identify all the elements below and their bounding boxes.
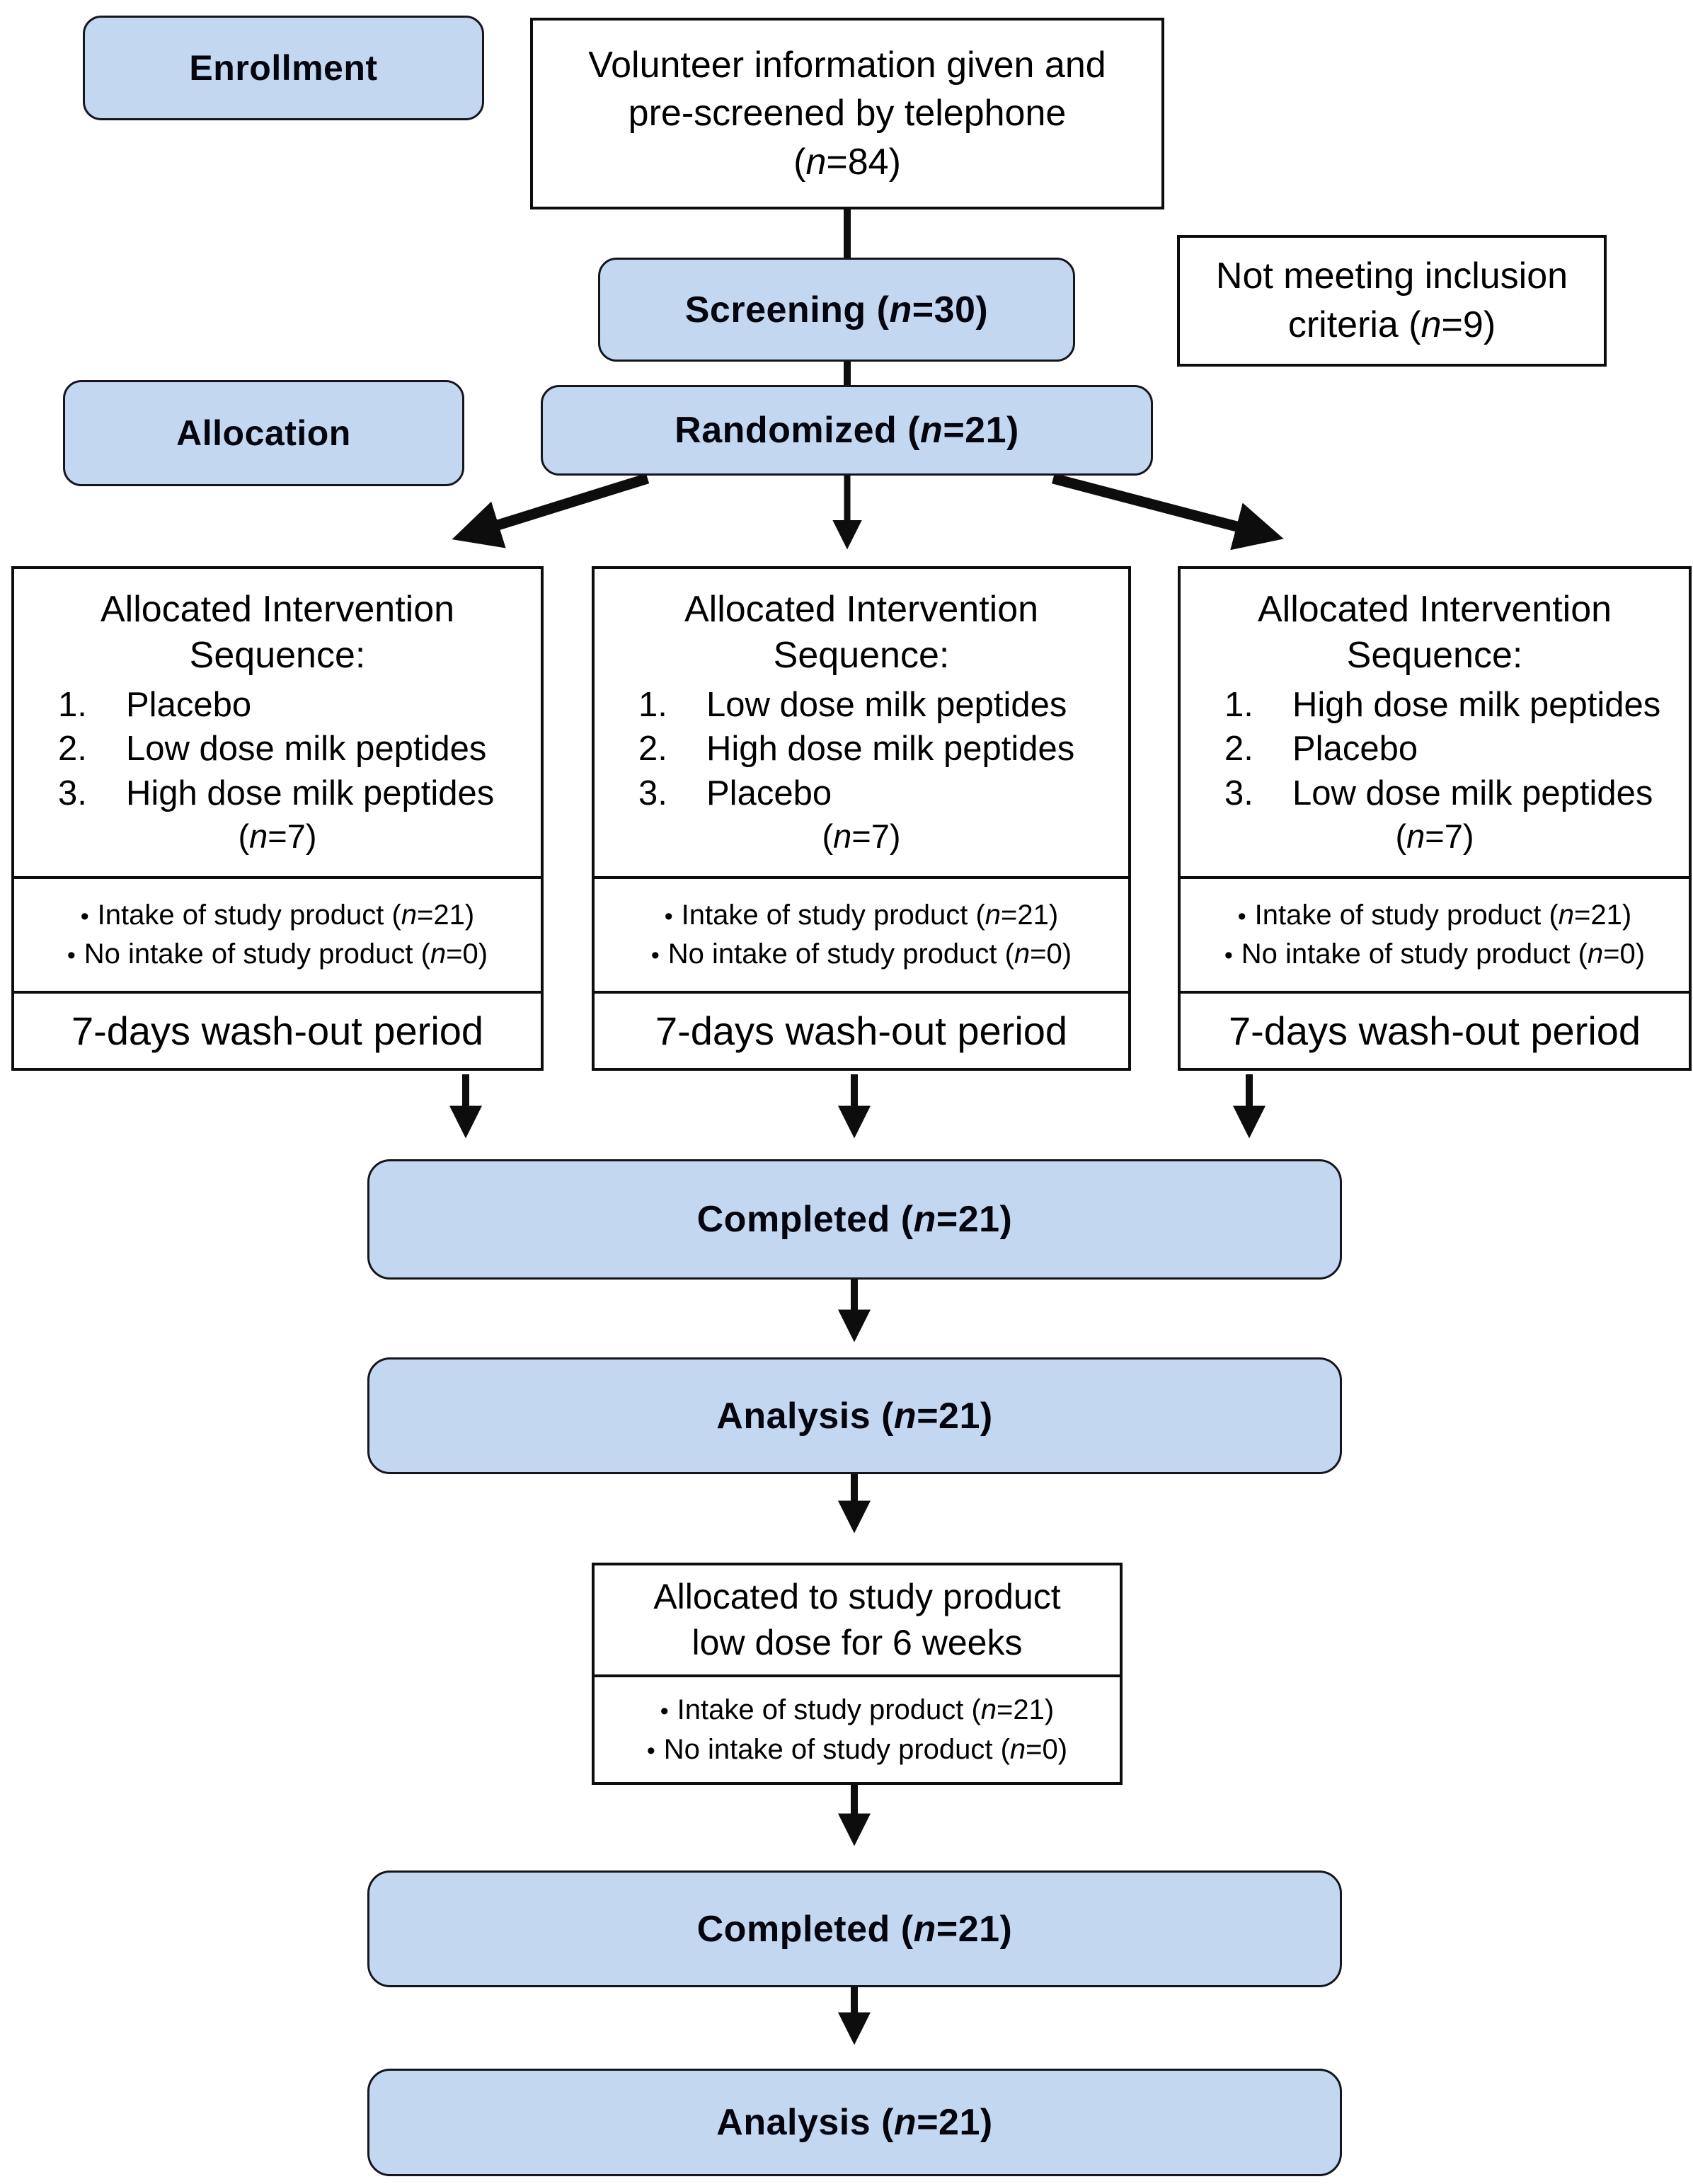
allocation-label-box: Allocation — [63, 380, 464, 486]
intake-line: • No intake of study product (n=0) — [647, 1730, 1067, 1769]
completed-box-2: Completed (n=21) — [367, 1870, 1342, 1987]
intervention-sequence-box-2: Allocated Intervention Sequence: 1. Low … — [592, 566, 1131, 879]
randomized-label: Randomized (n=21) — [675, 410, 1019, 451]
list-item: 3. High dose milk peptides — [58, 774, 495, 812]
intake-line: • Intake of study product (n=21) — [1238, 896, 1631, 935]
bullet-icon: • — [67, 942, 76, 969]
sequence-title: Allocated Intervention Sequence: — [684, 589, 1039, 677]
sequence-column-1: Allocated Intervention Sequence: 1. Plac… — [11, 566, 544, 1071]
enrollment-label-box: Enrollment — [83, 16, 484, 120]
washout-box-2: 7-days wash-out period — [592, 991, 1131, 1071]
not-meeting-line-2: criteria (n=9) — [1287, 304, 1496, 345]
list-item: 3. Low dose milk peptides — [1224, 774, 1653, 812]
screening-label: Screening (n=30) — [684, 289, 989, 331]
completed-label: Completed (n=21) — [696, 1908, 1013, 1950]
analysis-label: Analysis (n=21) — [716, 2102, 993, 2143]
bullet-icon: • — [650, 942, 660, 969]
list-item: 2. Placebo — [1224, 730, 1418, 769]
sequence-list: 1. Low dose milk peptides 2. High dose m… — [595, 683, 1128, 815]
intake-box-1: • Intake of study product (n=21) • No in… — [11, 876, 544, 994]
list-item: 2. Low dose milk peptides — [58, 730, 487, 769]
randomized-box: Randomized (n=21) — [541, 385, 1153, 476]
sequence-column-2: Allocated Intervention Sequence: 1. Low … — [592, 566, 1131, 1071]
volunteer-count: (n=84) — [793, 141, 901, 183]
allocation-label: Allocation — [176, 413, 351, 453]
completed-label: Completed (n=21) — [696, 1199, 1013, 1240]
not-meeting-line-1: Not meeting inclusion — [1215, 255, 1568, 297]
allocated-low-dose-intake: • Intake of study product (n=21) • No in… — [592, 1674, 1123, 1785]
intervention-sequence-box-1: Allocated Intervention Sequence: 1. Plac… — [11, 566, 544, 879]
sequence-title: Allocated Intervention Sequence: — [100, 589, 455, 677]
analysis-label: Analysis (n=21) — [716, 1395, 993, 1437]
sequence-n-count: (n=7) — [822, 817, 901, 855]
intake-line: • No intake of study product (n=0) — [67, 935, 488, 974]
bullet-icon: • — [1237, 902, 1246, 930]
arrow-randomized-to-sequence-3 — [1052, 473, 1284, 551]
volunteer-line-1: Volunteer information given and — [588, 44, 1106, 86]
list-item: 1. Placebo — [58, 686, 252, 725]
not-meeting-criteria-box: Not meeting inclusion criteria (n=9) — [1177, 235, 1607, 367]
sequence-title: Allocated Intervention Sequence: — [1257, 589, 1612, 677]
volunteer-line-2: pre-screened by telephone — [628, 93, 1067, 134]
intake-box-2: • Intake of study product (n=21) • No in… — [592, 876, 1131, 994]
list-item: 2. High dose milk peptides — [638, 730, 1075, 769]
intake-line: • No intake of study product (n=0) — [1224, 935, 1645, 974]
volunteer-info-box: Volunteer information given and pre-scre… — [530, 18, 1164, 209]
sequence-n-count: (n=7) — [1395, 817, 1474, 855]
bullet-icon: • — [660, 1698, 669, 1725]
enrollment-label: Enrollment — [189, 48, 378, 88]
arrow-randomized-to-sequence-1 — [452, 473, 650, 548]
sequence-column-3: Allocated Intervention Sequence: 1. High… — [1178, 566, 1692, 1071]
intervention-sequence-box-3: Allocated Intervention Sequence: 1. High… — [1178, 566, 1692, 879]
intake-line: • Intake of study product (n=21) — [81, 896, 474, 935]
completed-box-1: Completed (n=21) — [367, 1159, 1342, 1280]
intake-line: • Intake of study product (n=21) — [660, 1690, 1054, 1730]
analysis-box-1: Analysis (n=21) — [367, 1357, 1342, 1474]
intake-line: • Intake of study product (n=21) — [665, 896, 1058, 935]
intake-line: • No intake of study product (n=0) — [651, 935, 1072, 974]
bullet-icon: • — [1224, 942, 1233, 969]
sequence-n-count: (n=7) — [238, 817, 317, 855]
washout-box-1: 7-days wash-out period — [11, 991, 544, 1071]
list-item: 1. High dose milk peptides — [1224, 686, 1661, 725]
allocated-low-dose-text: Allocated to study product low dose for … — [592, 1563, 1123, 1677]
list-item: 1. Low dose milk peptides — [638, 686, 1067, 725]
washout-box-3: 7-days wash-out period — [1178, 991, 1692, 1071]
sequence-list: 1. High dose milk peptides 2. Placebo 3.… — [1181, 683, 1689, 815]
analysis-box-2: Analysis (n=21) — [367, 2069, 1342, 2176]
bullet-icon: • — [80, 902, 89, 930]
screening-box: Screening (n=30) — [598, 258, 1075, 362]
bullet-icon: • — [664, 902, 673, 930]
list-item: 3. Placebo — [638, 774, 832, 812]
sequence-list: 1. Placebo 2. Low dose milk peptides 3. … — [14, 683, 541, 815]
intake-box-3: • Intake of study product (n=21) • No in… — [1178, 876, 1692, 994]
bullet-icon: • — [646, 1737, 655, 1764]
allocated-low-dose-box: Allocated to study product low dose for … — [592, 1563, 1123, 1785]
